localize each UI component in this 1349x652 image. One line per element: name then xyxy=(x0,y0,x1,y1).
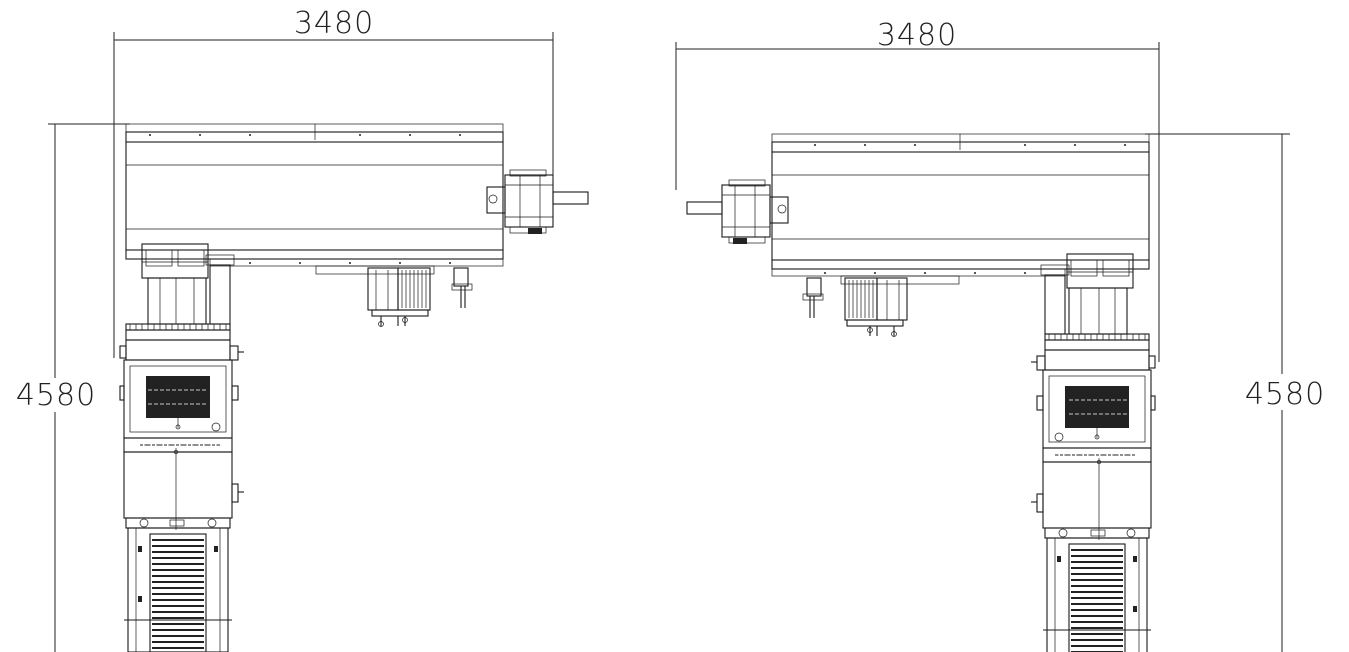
left-width-label: 3480 xyxy=(294,6,374,41)
left-height-label: 4580 xyxy=(16,378,96,413)
left-width-dimension: 3480 xyxy=(113,6,554,358)
right-machine xyxy=(686,133,1156,652)
left-machine xyxy=(119,123,589,652)
left-height-dimension: 4580 xyxy=(8,123,130,652)
right-width-label: 3480 xyxy=(877,18,957,53)
right-height-dimension: 4580 xyxy=(1145,133,1340,652)
right-height-label: 4580 xyxy=(1245,377,1325,412)
right-width-dimension: 3480 xyxy=(675,18,1160,362)
